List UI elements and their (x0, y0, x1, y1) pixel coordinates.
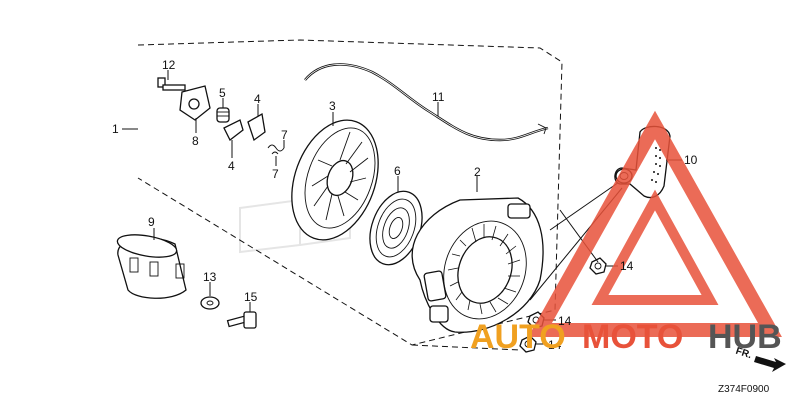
leader-handle (549, 179, 623, 231)
label-7-lower: 7 (272, 167, 279, 181)
label-14-lower: 14 (548, 338, 562, 352)
clip-4-upper (247, 104, 266, 142)
label-2: 2 (474, 165, 481, 179)
spring-5 (216, 98, 230, 123)
watermark-text: AUTO MOTO HUB (470, 318, 782, 356)
label-14-middle: 14 (558, 314, 572, 328)
starter-case-2 (411, 176, 544, 333)
watermark-part3: HUB (708, 318, 782, 356)
diagram-code: Z374F0900 (718, 384, 770, 395)
label-8: 8 (192, 134, 199, 148)
label-4-upper: 4 (254, 92, 261, 106)
label-10: 10 (684, 153, 698, 167)
pulley-cup-9 (116, 228, 187, 299)
label-11: 11 (432, 90, 445, 104)
label-6: 6 (394, 164, 401, 178)
watermark-triangle (528, 110, 782, 337)
nut-14-lower (519, 335, 546, 353)
label-3: 3 (329, 99, 336, 113)
label-14-upper: 14 (620, 259, 634, 273)
label-5: 5 (219, 86, 226, 100)
direction-label: FR. (734, 346, 753, 362)
watermark-part2: MOTO (582, 318, 683, 356)
spiral-spring-6 (369, 176, 423, 266)
rope-11 (304, 63, 549, 142)
arrow-icon (754, 356, 786, 372)
watermark-part1: AUTO (470, 318, 566, 356)
washer-13 (200, 282, 220, 310)
label-7-upper: 7 (281, 128, 288, 142)
label-12: 12 (162, 58, 176, 72)
reel-3 (291, 112, 379, 241)
label-1: 1 (112, 122, 119, 136)
spring-7 (267, 140, 285, 166)
ratchet-8 (179, 85, 211, 133)
nut-14-upper (589, 257, 618, 275)
label-13: 13 (203, 270, 217, 284)
bolt-12 (157, 70, 186, 91)
bolt-15 (226, 302, 257, 329)
assembly-boundary (137, 39, 563, 351)
front-direction-indicator: FR. (734, 346, 786, 372)
label-15: 15 (244, 290, 258, 304)
label-9: 9 (148, 215, 155, 229)
clip-4-lower (223, 119, 244, 158)
label-4-lower: 4 (228, 159, 235, 173)
